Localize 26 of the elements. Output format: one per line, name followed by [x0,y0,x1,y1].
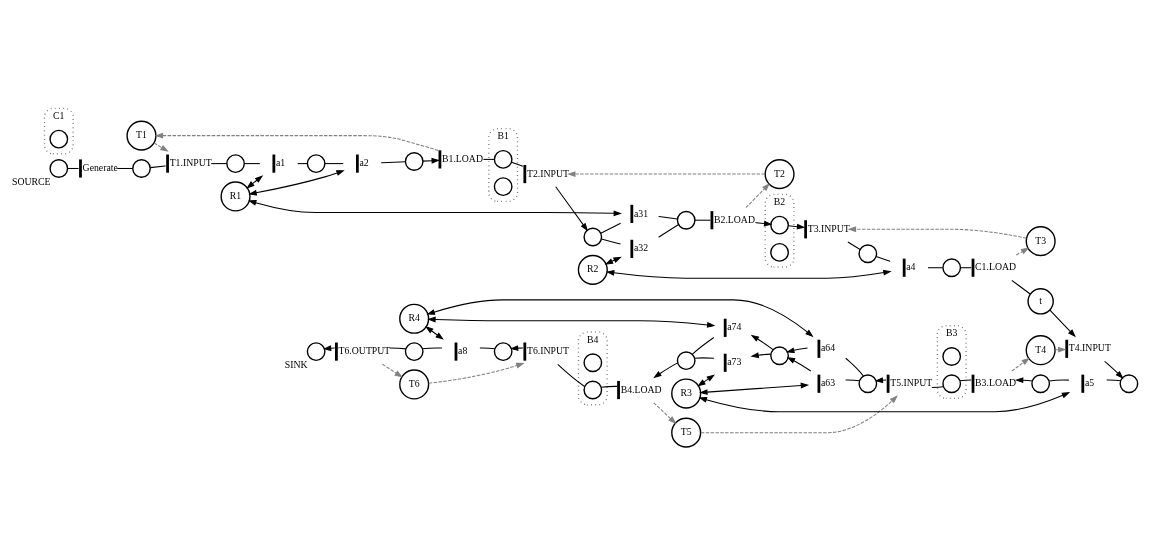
node-label: a32 [633,241,649,253]
node-label: a73 [727,355,742,367]
node-label: a2 [359,156,369,168]
node-label: B4.LOAD [620,383,662,395]
node-label: T6.OUTPUT [338,344,391,356]
node-label: a74 [727,320,742,332]
node-label: T1.INPUT [169,156,212,168]
node-label: B1.LOAD [442,152,483,164]
node-label: SOURCE [11,175,51,187]
node-label: a1 [275,156,286,168]
node-label: a31 [633,207,649,218]
node-label: T4.INPUT [1068,341,1111,353]
node-label: SINK [284,358,308,370]
node-label: a64 [821,341,836,353]
node-label: C1.LOAD [975,260,1017,272]
node-label: T6.INPUT [526,344,569,356]
node-label: T5.INPUT [890,376,933,388]
node-label: a8 [458,344,468,356]
node-label: T2.INPUT [526,167,569,179]
node-label: Generate [82,161,118,173]
node-label: B3.LOAD [975,376,1017,388]
node-label: a63 [821,376,836,388]
node-label: a4 [906,260,916,272]
node-label: B2.LOAD [714,213,755,225]
node-label: a5 [1084,376,1095,388]
node-label: T3.INPUT [807,222,850,234]
